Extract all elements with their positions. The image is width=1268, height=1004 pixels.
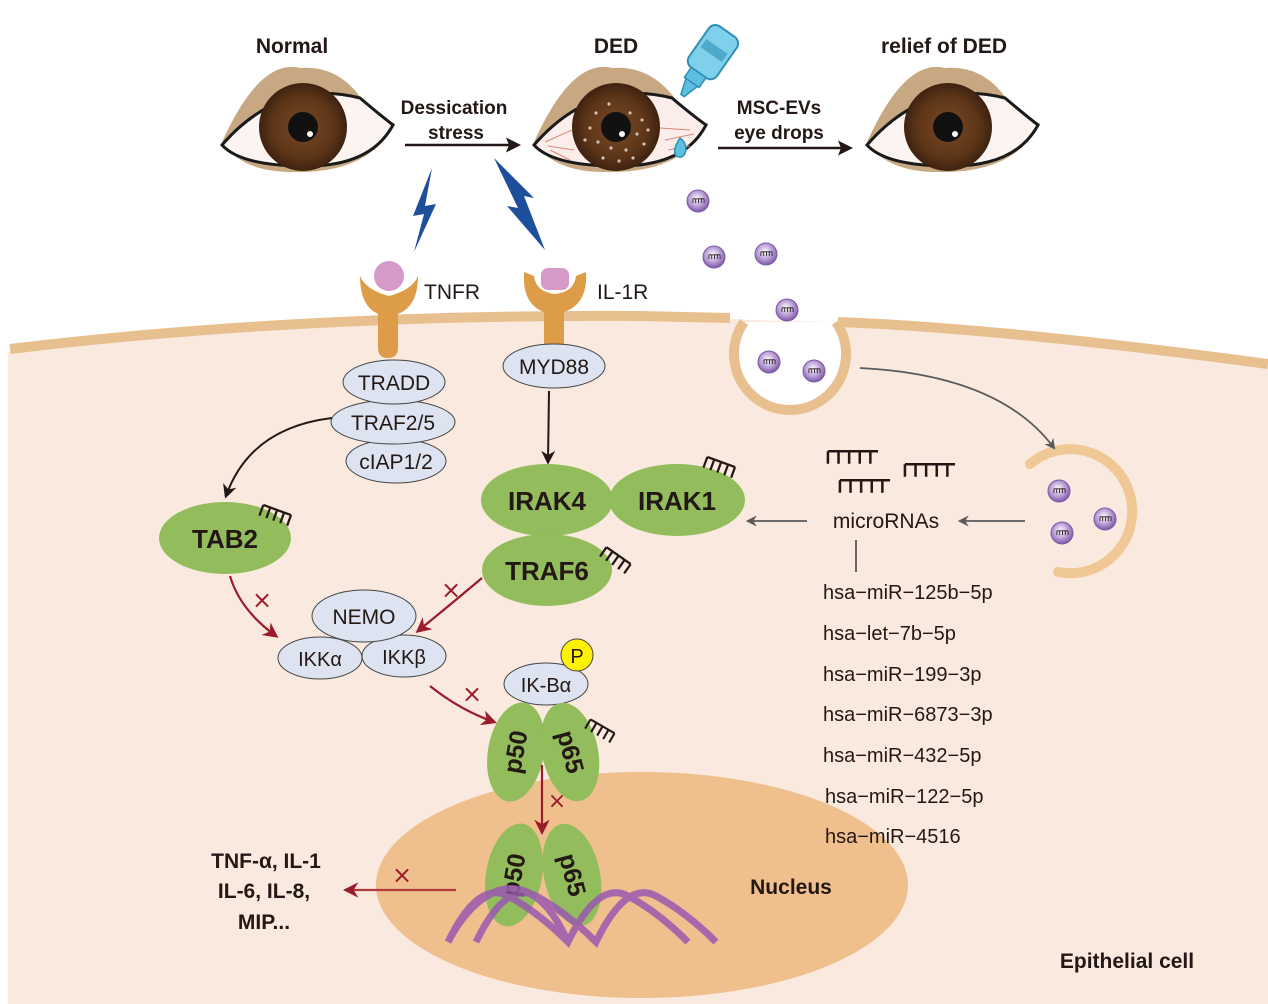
svg-text:MYD88: MYD88 — [519, 356, 589, 379]
epithelial-cell-label: Epithelial cell — [1060, 950, 1194, 973]
cell-membrane-right — [837, 317, 1268, 369]
mirna-list-item: hsa−miR−6873−3p — [823, 704, 993, 726]
output-inhibit-mark: × — [392, 861, 412, 889]
ev-vesicle — [1050, 521, 1074, 545]
cytokines-line2: IL-6, IL-8, — [218, 880, 310, 903]
ikk-inhibit-mark: × — [462, 680, 482, 708]
ev-vesicle — [686, 189, 710, 213]
myd88-to-irak4-arrow — [541, 390, 556, 465]
evs-label-line2: eye drops — [734, 123, 824, 144]
svg-text:IK-Bα: IK-Bα — [521, 675, 571, 697]
ev-vesicle — [775, 298, 799, 322]
eye-drop-bottle-icon — [680, 24, 740, 98]
traf6-inhibit-mark: × — [441, 576, 461, 604]
traf6-node: TRAF6 — [482, 534, 612, 606]
eye-normal-icon — [219, 66, 395, 173]
tnfr-receptor-icon — [360, 261, 418, 358]
stage-ded-title: DED — [594, 35, 638, 58]
irak1-node: IRAK1 — [609, 464, 745, 536]
nemo-node: NEMO — [311, 589, 417, 643]
tradd-node: TRADD — [342, 359, 446, 405]
ev-vesicle — [802, 359, 826, 383]
svg-text:TAB2: TAB2 — [192, 524, 258, 554]
cytoplasm-p50-node: p50 — [487, 702, 545, 802]
ciap-node: cIAP1/2 — [345, 438, 447, 484]
internalization-arrow — [859, 367, 1056, 450]
mirna-list-item: hsa−miR−4516 — [825, 826, 961, 848]
svg-text:IRAK4: IRAK4 — [508, 486, 587, 516]
endocytic-pit — [729, 319, 851, 415]
microrna-label: microRNAs — [833, 510, 939, 533]
ikkb-node: IKKβ — [361, 634, 447, 678]
ev-vesicle — [754, 242, 778, 266]
cytoplasm-p65-node: p65 — [540, 702, 600, 802]
ev-vesicle — [1093, 507, 1117, 531]
tnfr-label: TNFR — [424, 281, 480, 304]
svg-text:TRAF2/5: TRAF2/5 — [351, 412, 435, 435]
nucleus-p65-node: p65 — [542, 823, 602, 927]
eye-ded-icon — [531, 66, 708, 173]
ev-vesicle — [757, 350, 781, 374]
stress-label-line2: stress — [428, 123, 484, 144]
svg-text:IKKβ: IKKβ — [382, 647, 426, 669]
ikba-node: IK-Bα — [503, 662, 589, 706]
il1r-label: IL-1R — [597, 281, 648, 304]
tab2-to-ikk-arrow — [228, 575, 279, 638]
eye-drop-icon — [673, 136, 687, 158]
svg-text:IKKα: IKKα — [298, 649, 342, 671]
svg-text:cIAP1/2: cIAP1/2 — [359, 451, 433, 474]
ikk-to-nfkb-arrow — [429, 685, 497, 726]
lightning-tnfr-icon — [413, 168, 436, 252]
myd88-node: MYD88 — [502, 343, 606, 389]
ev-vesicles — [686, 189, 1117, 545]
mirna-list-item: hsa−let−7b−5p — [823, 623, 956, 645]
il1r-receptor-icon — [523, 268, 587, 354]
stage-normal-title: Normal — [256, 35, 328, 58]
ev-vesicle — [702, 245, 726, 269]
endosome — [1025, 444, 1138, 579]
mirna-list-item: hsa−miR−122−5p — [825, 786, 983, 808]
tab2-inhibit-mark: × — [252, 586, 272, 614]
dna-helix-icon — [444, 885, 719, 948]
traf-to-tab2-arrow — [223, 417, 333, 499]
lightning-il1r-icon — [494, 158, 545, 250]
mirna-list-item: hsa−miR−432−5p — [823, 745, 981, 767]
stage-relief-title: relief of DED — [881, 35, 1007, 58]
cytokines-line1: TNF-α, IL-1 — [211, 850, 321, 873]
traf6-to-ikk-arrow — [415, 577, 483, 633]
traf25-node: TRAF2/5 — [330, 399, 456, 445]
mirna-list: hsa−miR−125b−5p hsa−let−7b−5p hsa−miR−19… — [823, 582, 993, 848]
cytokines-line3: MIP... — [238, 911, 290, 934]
phospho-badge: P — [560, 638, 594, 672]
translocation-inhibit-mark: × — [548, 789, 566, 814]
irak4-node: IRAK4 — [481, 464, 613, 536]
ev-vesicle — [1047, 479, 1071, 503]
stress-label-line1: Dessication — [401, 98, 508, 119]
mirna-list-item: hsa−miR−199−3p — [823, 664, 981, 686]
svg-text:IRAK1: IRAK1 — [638, 486, 716, 516]
tab2-node: TAB2 — [159, 502, 291, 574]
ikka-node: IKKα — [277, 636, 363, 680]
svg-text:P: P — [570, 646, 583, 668]
nucleus-label: Nucleus — [750, 876, 832, 899]
svg-text:TRADD: TRADD — [358, 372, 430, 395]
svg-text:NEMO: NEMO — [333, 606, 396, 629]
cell-membrane-left — [9, 310, 731, 354]
mirna-list-item: hsa−miR−125b−5p — [823, 582, 993, 604]
evs-label-line1: MSC-EVs — [737, 98, 821, 119]
eye-relief-icon — [864, 66, 1040, 173]
svg-text:TRAF6: TRAF6 — [505, 556, 589, 586]
cell-cytoplasm — [8, 318, 1268, 1004]
